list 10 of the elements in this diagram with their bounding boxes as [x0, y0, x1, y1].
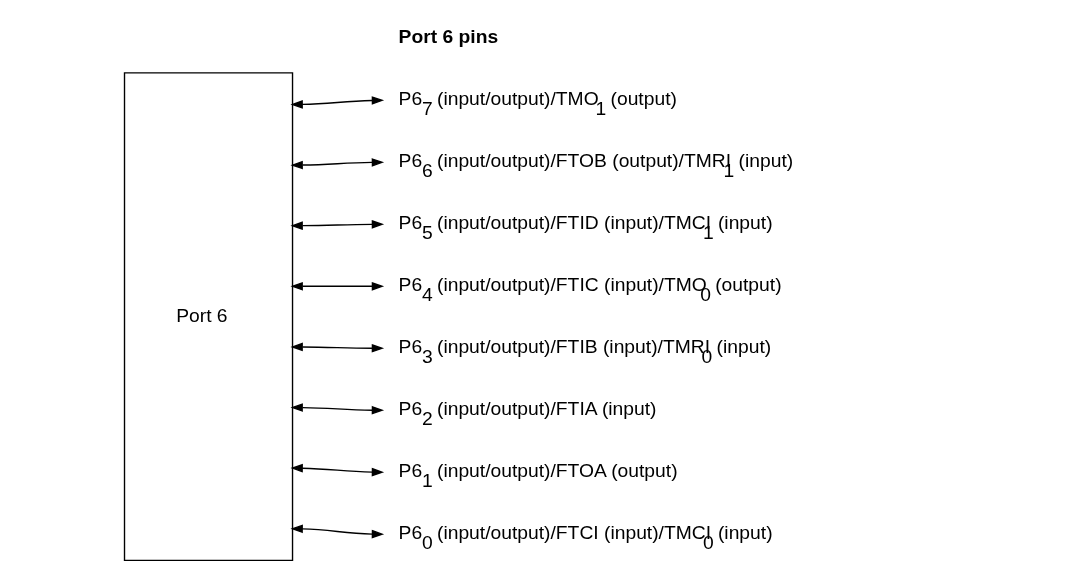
arrow [290, 96, 385, 109]
arrow [290, 463, 385, 477]
arrow [290, 281, 385, 291]
arrow [290, 403, 385, 415]
arrow [290, 524, 385, 539]
arrow [290, 342, 385, 353]
label: Port 6 pins [398, 25, 499, 47]
arrow [290, 158, 385, 170]
node-box: Port 6 [123, 72, 294, 562]
arrow [290, 220, 385, 231]
